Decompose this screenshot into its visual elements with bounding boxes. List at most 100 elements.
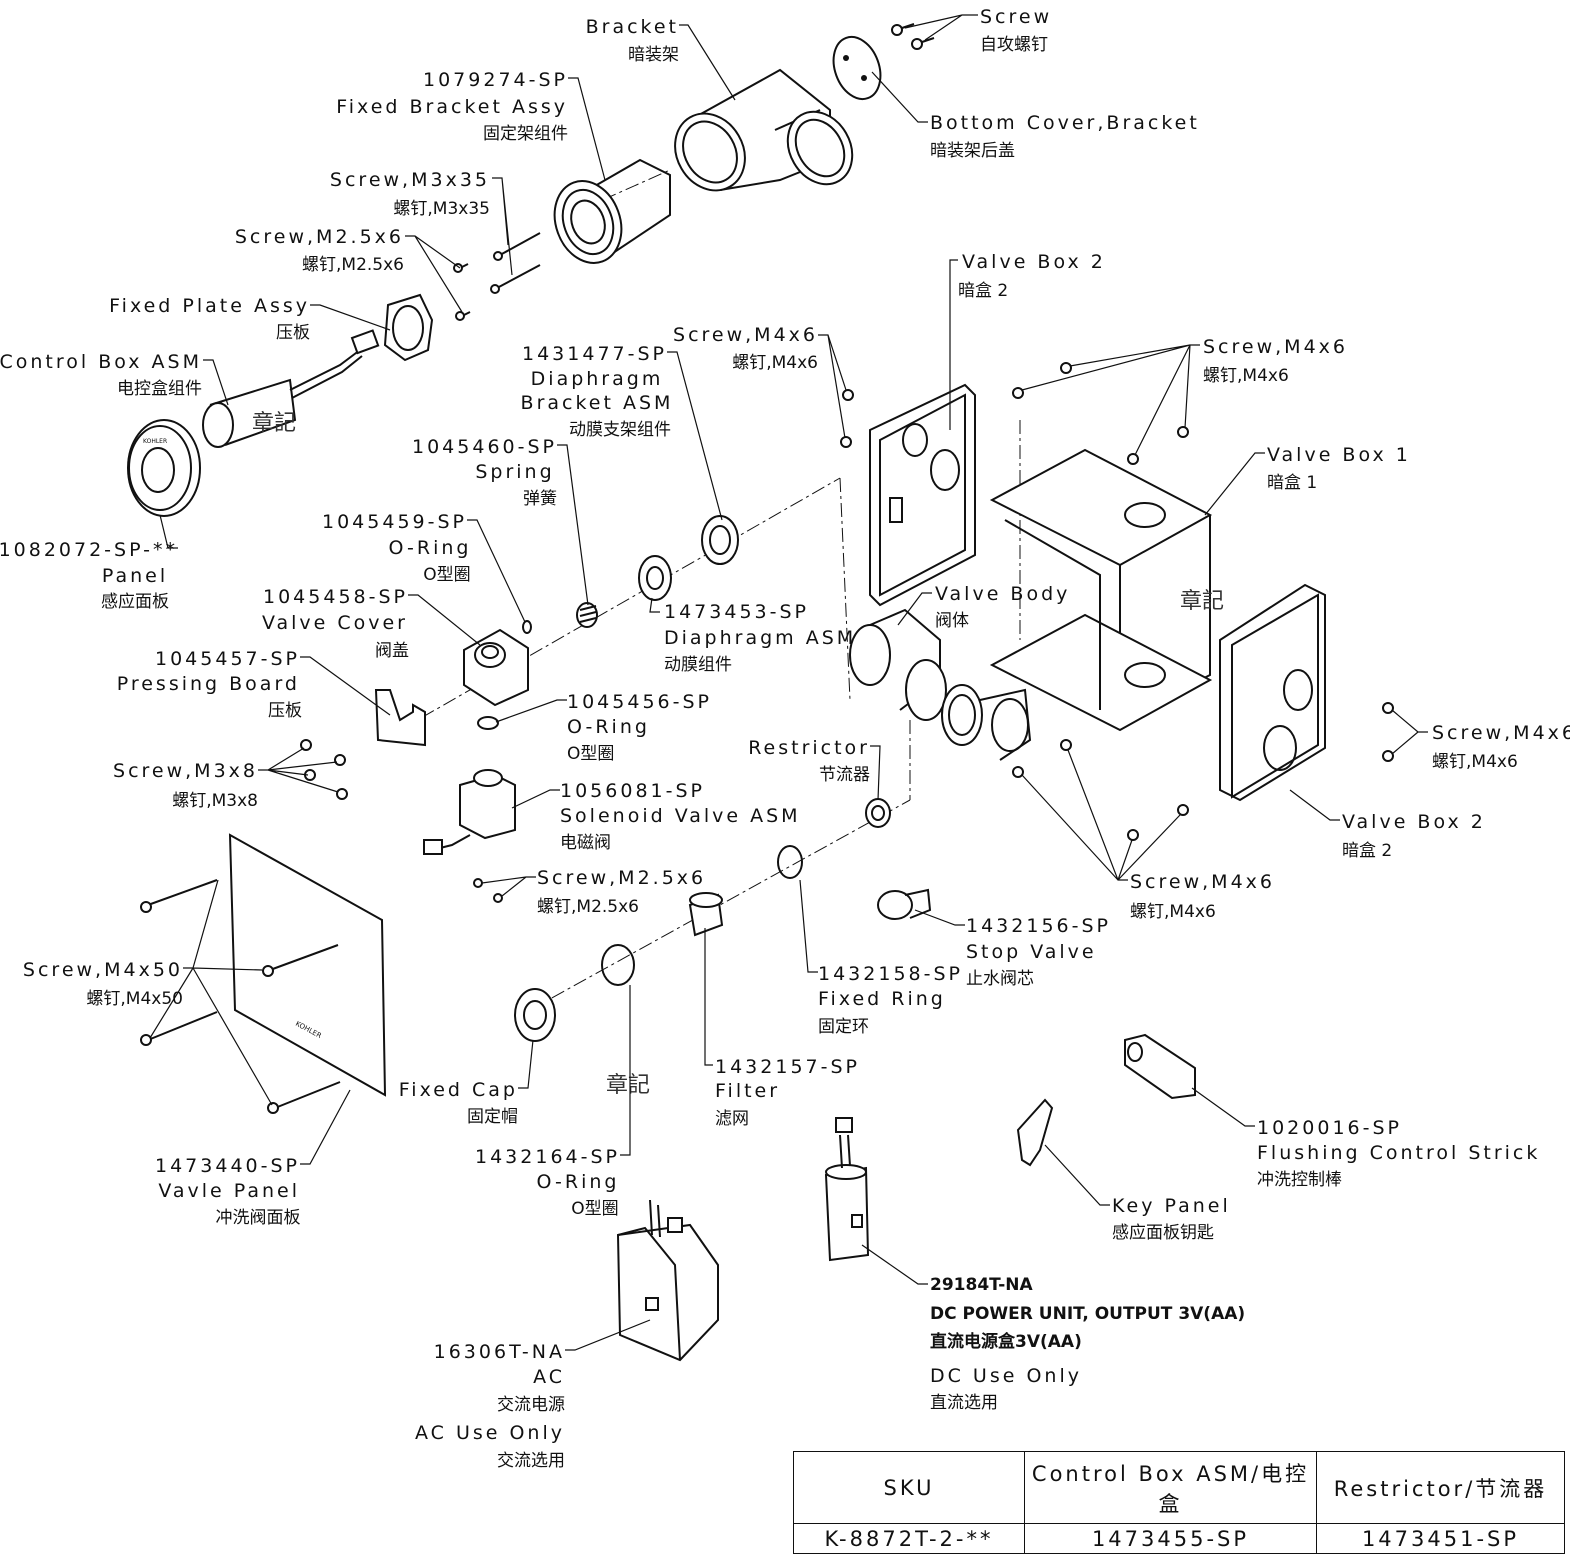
oring-1-part [522,620,532,634]
fixed-bracket-label-zh: 固定架组件 [483,124,568,144]
filter-label: Filter [715,1080,780,1102]
ac-power-unit-part [616,1199,719,1362]
dc-unit-pn: 29184T-NA [930,1275,1034,1295]
diaphragm-asm-label-zh: 动膜组件 [664,655,732,675]
stop-valve-pn: 1432156-SP [966,915,1111,937]
oring-3-label-zh: O型圈 [571,1199,618,1219]
stamp-mark: 章記 [252,411,296,436]
valve-box-2-top-part [869,383,976,607]
control-box-part: 章記 [202,329,380,448]
assembly-axis-lines [399,169,1021,1011]
key-panel-label: Key Panel [1112,1195,1231,1217]
panel-label: Panel [102,565,168,587]
callout-labels: Bracket 暗装架 Screw 自攻螺钉 1079274-SP Fixed … [0,6,1570,1471]
diaphragm-bracket-pn: 1431477-SP [522,343,667,365]
fixed-ring-part [777,845,803,879]
screw-m25-a-label-zh: 螺钉,M2.5x6 [302,255,404,275]
m3x35-screws [490,232,541,294]
screw-m4x50-label-zh: 螺钉,M4x50 [86,989,183,1009]
valve-panel-part: KOHLER [228,833,387,1097]
screw-top-label-zh: 自攻螺钉 [980,35,1048,55]
diaphragm-bracket-label-zh: 动膜支架组件 [569,420,671,440]
oring-2-label: O-Ring [567,716,650,738]
valve-cover-part [463,628,529,707]
pressing-board-pn: 1045457-SP [155,648,300,670]
screw-m3x8-label: Screw,M3x8 [113,760,258,782]
pressing-board-label-zh: 压板 [268,701,302,721]
filter-pn: 1432157-SP [715,1056,860,1078]
bracket-label-zh: 暗装架 [628,45,679,65]
pressing-board-part [374,689,426,747]
control-box-label: Control Box ASM [0,351,202,373]
screw-m4-d-label-zh: 螺钉,M4x6 [1130,902,1216,922]
restrictor-header: Restrictor/节流器 [1316,1450,1565,1525]
solenoid-pn: 1056081-SP [560,780,705,802]
valve-panel-label-zh: 冲洗阀面板 [216,1208,301,1228]
flushing-strick-part [1124,1033,1196,1100]
m4-screws-top [1012,362,1189,465]
fixed-ring-label-zh: 固定环 [818,1017,869,1037]
diaphragm-asm-label: Diaphragm ASM [664,627,856,649]
dc-use-only: DC Use Only [930,1365,1082,1387]
screw-m4x50-label: Screw,M4x50 [23,959,183,981]
screw-m4-a-label-zh: 螺钉,M4x6 [732,353,818,373]
valve-box2-top-label: Valve Box 2 [962,251,1106,273]
m4-screws-right [1382,702,1394,762]
m3x8-screws [300,739,348,800]
oring-3-label: O-Ring [537,1171,620,1193]
oring-3-pn: 1432164-SP [475,1146,620,1168]
oring-1-label: O-Ring [389,537,472,559]
control-box-label-zh: 电控盒组件 [117,379,202,399]
flush-strick-label-zh: 冲洗控制棒 [1257,1170,1342,1190]
fixed-bracket-part [553,158,671,264]
sku-value: K-8872T-2-** [793,1523,1025,1554]
screw-m3x8-label-zh: 螺钉,M3x8 [172,791,258,811]
oring-1-pn: 1045459-SP [322,511,467,533]
ac-unit-label: AC [533,1366,565,1388]
valve-box-2-right-part [1219,583,1326,802]
fixed-plate-label: Fixed Plate Assy [109,295,310,317]
valve-box1-label: Valve Box 1 [1267,444,1411,466]
stop-valve-label: Stop Valve [966,941,1097,963]
solenoid-part [423,769,516,855]
dc-use-only-zh: 直流选用 [930,1393,998,1413]
solenoid-label: Solenoid Valve ASM [560,805,801,827]
flush-strick-label: Flushing Control Strick [1257,1142,1540,1164]
ac-unit-label-zh: 交流电源 [497,1395,565,1415]
screw-m25-b-label-zh: 螺钉,M2.5x6 [537,897,639,917]
m4-screws-bottom [1012,739,1189,841]
oring-2-label-zh: O型圈 [567,744,614,764]
valve-cover-pn: 1045458-SP [263,586,408,608]
valve-box2-right-label: Valve Box 2 [1342,811,1486,833]
oring-2-pn: 1045456-SP [567,691,712,713]
sku-table-header-row: SKU Control Box ASM/电控盒 Restrictor/节流器 [793,1450,1565,1525]
dc-power-unit-part [824,1117,870,1262]
bottom-cover-label-zh: 暗装架后盖 [930,141,1015,161]
panel-pn: 1082072-SP-** [0,539,178,561]
m25-screws-top [453,263,471,321]
fixed-bracket-label: Fixed Bracket Assy [336,96,568,118]
key-panel-part [1016,1098,1054,1167]
screw-m25-a-label: Screw,M2.5x6 [235,226,404,248]
fixed-ring-label: Fixed Ring [818,988,946,1010]
ac-unit-pn: 16306T-NA [434,1341,565,1363]
valve-box1-label-zh: 暗盒 1 [1267,473,1317,493]
screw-top-label: Screw [980,6,1052,28]
stop-valve-label-zh: 止水阀芯 [966,969,1034,989]
flush-strick-pn: 1020016-SP [1257,1117,1402,1139]
bottom-cover-part [832,36,882,100]
restrictor-value: 1473451-SP [1316,1523,1565,1554]
valve-panel-pn: 1473440-SP [155,1155,300,1177]
screw-m4-c-label-zh: 螺钉,M4x6 [1432,752,1518,772]
valve-body-part [849,608,1032,761]
ac-use-only: AC Use Only [415,1422,565,1444]
valve-cover-label: Valve Cover [262,612,408,634]
restrictor-label: Restrictor [748,737,870,759]
spring-pn: 1045460-SP [412,436,557,458]
screw-m4-b-label-zh: 螺钉,M4x6 [1203,366,1289,386]
fixed-ring-pn: 1432158-SP [818,963,963,985]
diaphragm-bracket-label: Diaphragm [531,368,664,390]
fixed-cap-label: Fixed Cap [399,1079,518,1101]
valve-box2-top-label-zh: 暗盒 2 [958,281,1008,301]
oring-3-part [601,944,635,986]
